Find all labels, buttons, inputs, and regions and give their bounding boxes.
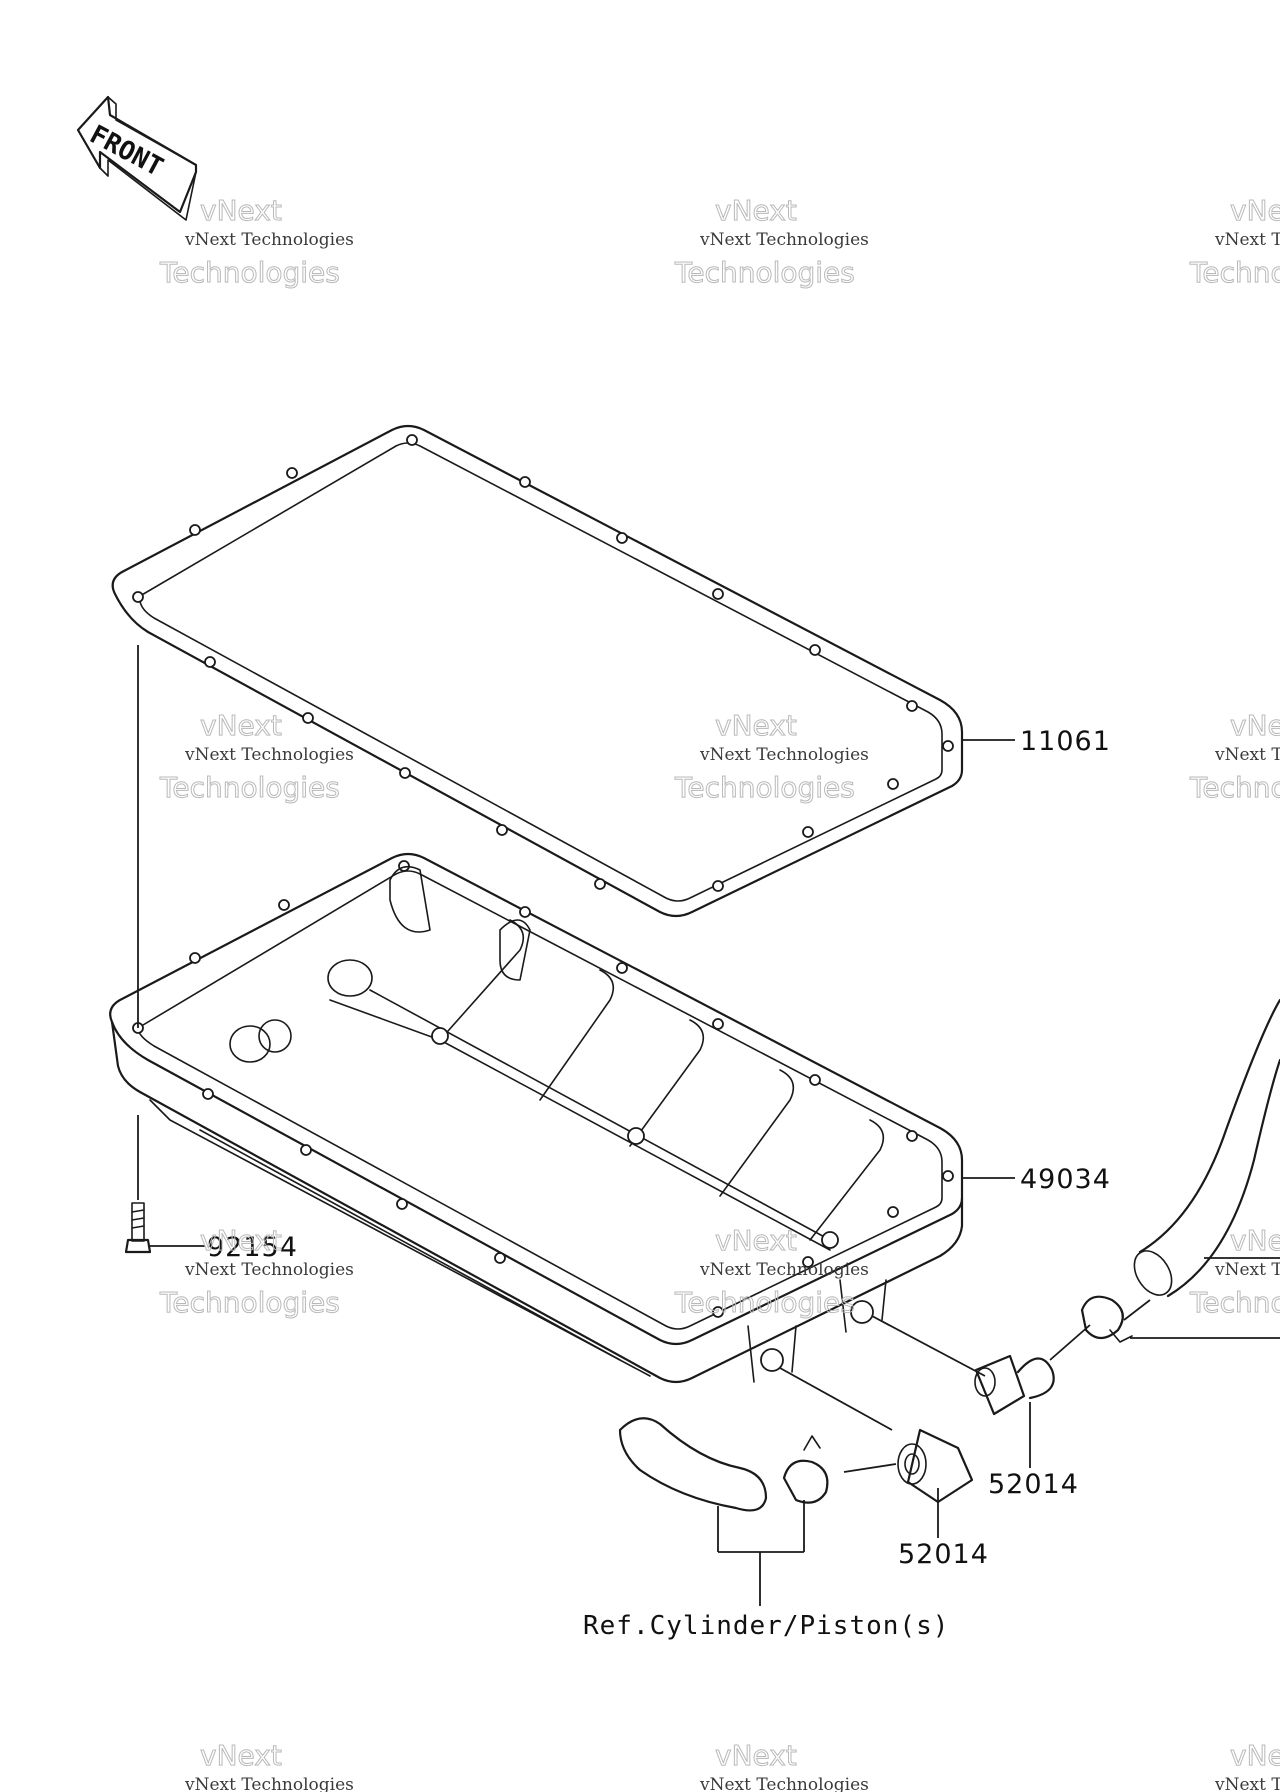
part-label-92154: 92154 bbox=[207, 1232, 298, 1263]
watermark: vNext vNext Technologies Technologies bbox=[674, 194, 869, 290]
watermark: vNext vNext Technologies Technologies bbox=[1189, 709, 1280, 805]
svg-text:vNext: vNext bbox=[1230, 194, 1280, 227]
svg-text:vNext Technologies: vNext Technologies bbox=[184, 230, 354, 250]
svg-text:vNext Technologies: vNext Technologies bbox=[1214, 230, 1280, 250]
reference-label: Ref.Cylinder/Piston(s) bbox=[583, 1611, 949, 1641]
svg-text:vNext: vNext bbox=[200, 194, 282, 227]
svg-text:vNext: vNext bbox=[715, 1224, 797, 1257]
svg-text:vNext Technologies: vNext Technologies bbox=[699, 1260, 869, 1280]
oil-pan-gasket bbox=[111, 424, 964, 918]
watermark-group: vNext vNext Technologies Technologies vN… bbox=[159, 194, 1280, 1792]
svg-text:vNext Technologies: vNext Technologies bbox=[699, 1775, 869, 1792]
bolt-92154 bbox=[124, 645, 205, 1254]
svg-text:Technologies: Technologies bbox=[159, 256, 340, 289]
svg-text:Technologies: Technologies bbox=[1189, 256, 1280, 289]
svg-text:Technologies: Technologies bbox=[159, 1286, 340, 1319]
front-arrow-icon: FRONT bbox=[76, 95, 198, 221]
watermark: vNext vNext Technologies bbox=[184, 1739, 354, 1792]
fitting-upper-52014 bbox=[871, 998, 1280, 1468]
svg-text:vNext: vNext bbox=[1230, 709, 1280, 742]
svg-text:Technologies: Technologies bbox=[674, 1286, 855, 1319]
watermark: vNext vNext Technologies Technologies bbox=[1189, 1224, 1280, 1320]
svg-text:vNext Technologies: vNext Technologies bbox=[699, 230, 869, 250]
svg-text:Technologies: Technologies bbox=[1189, 1286, 1280, 1319]
fitting-lower-52014 bbox=[618, 1367, 974, 1606]
oil-pan bbox=[109, 852, 964, 1384]
part-label-49034: 49034 bbox=[1020, 1164, 1111, 1195]
svg-text:vNext: vNext bbox=[1230, 1224, 1280, 1257]
oil-pan-bolt-holes bbox=[132, 860, 954, 1318]
watermark: vNext vNext Technologies Technologies bbox=[159, 194, 354, 290]
watermark: vNext vNext Technologies Technologies bbox=[1189, 194, 1280, 290]
watermark: vNext vNext Technologies Technologies bbox=[674, 709, 869, 805]
svg-text:vNext: vNext bbox=[200, 1739, 282, 1772]
svg-text:vNext: vNext bbox=[715, 194, 797, 227]
part-label-52014-upper: 52014 bbox=[988, 1469, 1079, 1500]
svg-text:vNext: vNext bbox=[715, 709, 797, 742]
watermark: vNext vNext Technologies Technologies bbox=[159, 1224, 354, 1320]
svg-text:vNext Technologies: vNext Technologies bbox=[1214, 1775, 1280, 1792]
svg-text:vNext Technologies: vNext Technologies bbox=[184, 745, 354, 765]
watermark: vNext vNext Technologies bbox=[1214, 1739, 1280, 1792]
svg-text:Technologies: Technologies bbox=[1189, 771, 1280, 804]
watermark: vNext vNext Technologies Technologies bbox=[159, 709, 354, 805]
svg-text:vNext Technologies: vNext Technologies bbox=[184, 1775, 354, 1792]
svg-text:Technologies: Technologies bbox=[159, 771, 340, 804]
svg-text:vNext Technologies: vNext Technologies bbox=[1214, 1260, 1280, 1280]
svg-text:Technologies: Technologies bbox=[674, 771, 855, 804]
svg-text:Technologies: Technologies bbox=[674, 256, 855, 289]
svg-text:vNext Technologies: vNext Technologies bbox=[699, 745, 869, 765]
watermark: vNext vNext Technologies bbox=[699, 1739, 869, 1792]
part-label-52014-lower: 52014 bbox=[898, 1539, 989, 1570]
svg-text:vNext Technologies: vNext Technologies bbox=[184, 1260, 354, 1280]
svg-text:vNext Technologies: vNext Technologies bbox=[1214, 745, 1280, 765]
svg-text:vNext: vNext bbox=[200, 709, 282, 742]
svg-text:vNext: vNext bbox=[1230, 1739, 1280, 1772]
part-label-11061: 11061 bbox=[1020, 726, 1111, 757]
svg-text:vNext: vNext bbox=[200, 1224, 282, 1257]
svg-text:vNext: vNext bbox=[715, 1739, 797, 1772]
watermark: vNext vNext Technologies Technologies bbox=[674, 1224, 869, 1320]
gasket-bolt-holes bbox=[132, 434, 954, 892]
